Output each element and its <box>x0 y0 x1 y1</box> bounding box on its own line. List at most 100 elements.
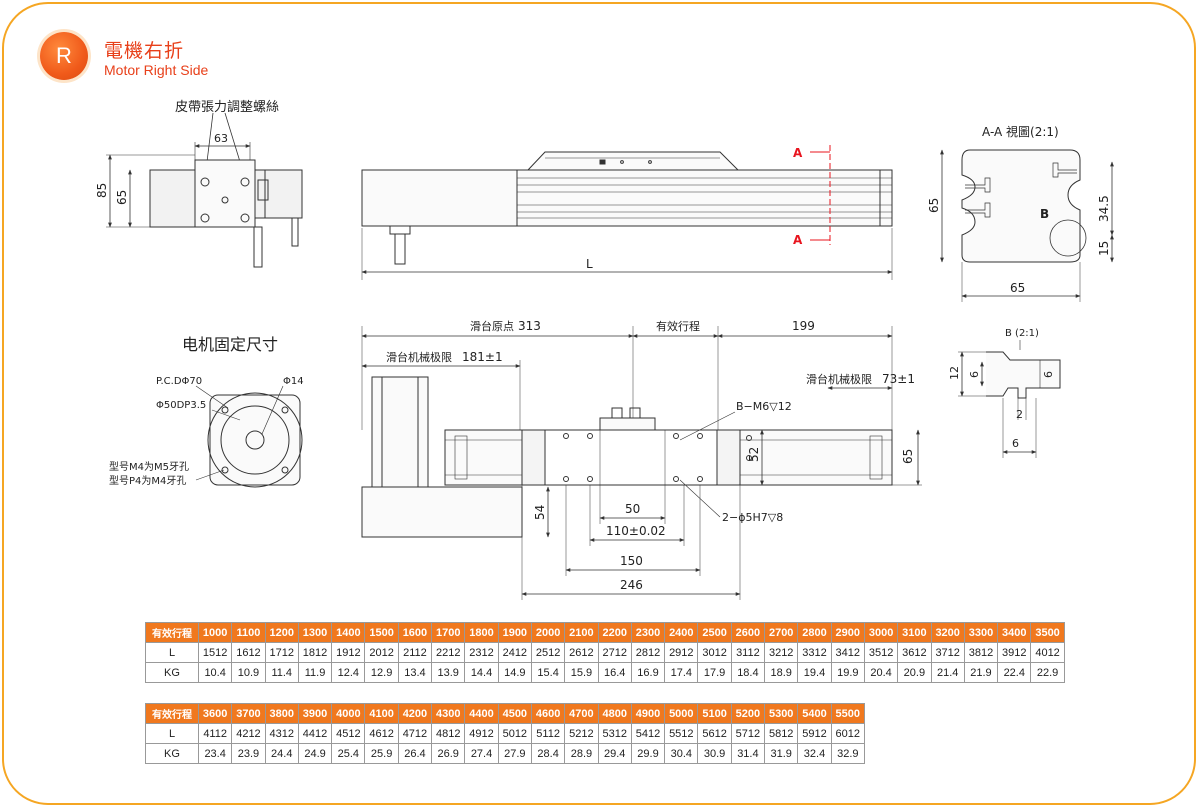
table-cell: 14.4 <box>464 662 499 683</box>
section-a-bottom: A <box>793 233 803 247</box>
table-cell: 3912 <box>997 642 1032 663</box>
table-cell: 2612 <box>564 642 599 663</box>
table-cell: 27.4 <box>464 743 499 764</box>
phi50-label: Φ50DP3.5 <box>156 400 206 411</box>
table-cell: 19.9 <box>830 662 865 683</box>
table-cell: 4612 <box>364 723 399 744</box>
table-cell: 14.9 <box>497 662 532 683</box>
table-cell: 29.9 <box>630 743 666 764</box>
table-cell: 26.4 <box>397 743 433 764</box>
table-cell: 4212 <box>231 723 266 744</box>
dim-L: L <box>586 257 593 271</box>
table-cell: 2712 <box>597 642 632 663</box>
table-cell: 31.4 <box>730 743 766 764</box>
table-cell: 18.9 <box>764 662 799 683</box>
table-cell: 2200 <box>597 622 632 643</box>
table-cell: 4300 <box>431 703 466 724</box>
table-cell: 12.9 <box>364 662 399 683</box>
aa-dim-15: 15 <box>1097 241 1111 256</box>
table-cell: 10.9 <box>231 662 266 683</box>
detail-b-6c: 6 <box>1012 437 1019 450</box>
table-cell: 5112 <box>530 723 566 744</box>
table-cell: 2212 <box>431 642 466 663</box>
table-cell: 2912 <box>664 642 699 663</box>
table-cell: 2412 <box>497 642 532 663</box>
table-cell: 1512 <box>197 642 233 663</box>
dim-199: 199 <box>792 319 815 333</box>
table-cell: 13.9 <box>431 662 466 683</box>
table-cell: 3800 <box>264 703 299 724</box>
table-cell: 17.4 <box>664 662 699 683</box>
motor-mount-title: 电机固定尺寸 <box>182 335 278 354</box>
table-cell: 27.9 <box>497 743 532 764</box>
table-cell: 1100 <box>231 622 266 643</box>
table-cell: 12.4 <box>331 662 366 683</box>
side-view: A A L <box>361 145 893 280</box>
belt-adjust-label: 皮帶張力調整螺絲 <box>175 100 279 115</box>
table-cell: 28.4 <box>530 743 566 764</box>
table-cell: 2012 <box>364 642 399 663</box>
table-cell: 1400 <box>331 622 366 643</box>
table-cell: 2500 <box>697 622 732 643</box>
table-cell: 4712 <box>397 723 433 744</box>
table-cell: 4400 <box>464 703 499 724</box>
table-cell: 28.9 <box>564 743 599 764</box>
table-cell: 10.4 <box>197 662 233 683</box>
table-cell: 5812 <box>764 723 799 744</box>
table-cell: 3812 <box>963 642 999 663</box>
m4-note-2: 型号P4为M4牙孔 <box>109 474 186 487</box>
table-cell: 2100 <box>564 622 599 643</box>
table-cell: 23.9 <box>231 743 266 764</box>
table-cell: 22.4 <box>997 662 1032 683</box>
mech-limit-right-value: 73±1 <box>882 372 915 386</box>
table-cell: 5000 <box>664 703 699 724</box>
dim-65-right: 65 <box>901 449 915 464</box>
table-row-header: L <box>145 723 199 744</box>
table-cell: 2600 <box>730 622 766 643</box>
table-cell: 32.4 <box>797 743 832 764</box>
table-cell: 32.9 <box>830 743 865 764</box>
table-cell: 30.9 <box>697 743 732 764</box>
table-cell: 5312 <box>597 723 632 744</box>
table-cell: 5612 <box>697 723 732 744</box>
table-cell: 3000 <box>863 622 899 643</box>
table-cell: 6012 <box>830 723 865 744</box>
detail-b-title: B (2:1) <box>1005 328 1039 339</box>
table-cell: 1900 <box>497 622 532 643</box>
phi14-label: Φ14 <box>283 376 304 387</box>
table-cell: 4912 <box>464 723 499 744</box>
detail-b-6a: 6 <box>968 371 981 378</box>
table-cell: 11.9 <box>297 662 333 683</box>
dim-63: 63 <box>214 132 228 145</box>
table-cell: 1812 <box>297 642 333 663</box>
table-cell: 19.4 <box>797 662 832 683</box>
bm6-label: B−M6▽12 <box>736 400 792 413</box>
side-badge: R <box>40 32 88 80</box>
table-cell: 1200 <box>264 622 299 643</box>
table-cell: 3212 <box>764 642 799 663</box>
table-cell: 5512 <box>664 723 699 744</box>
table-cell: 1700 <box>431 622 466 643</box>
mech-limit-left-value: 181±1 <box>462 350 503 364</box>
table-cell: 3612 <box>897 642 932 663</box>
dim-50: 50 <box>625 502 640 516</box>
table-cell: 5012 <box>497 723 532 744</box>
table-cell: 1612 <box>231 642 266 663</box>
table-cell: 4112 <box>197 723 233 744</box>
table-cell: 24.9 <box>297 743 333 764</box>
table-cell: 3600 <box>197 703 233 724</box>
dim-246: 246 <box>620 578 643 592</box>
table-row-header: 有效行程 <box>145 703 199 724</box>
pin-hole-label: 2−ϕ5H7▽8 <box>722 511 783 524</box>
table-cell: 4512 <box>331 723 366 744</box>
eff-stroke-label: 有效行程 <box>656 319 700 333</box>
table-cell: 16.9 <box>630 662 666 683</box>
table-cell: 2700 <box>764 622 799 643</box>
